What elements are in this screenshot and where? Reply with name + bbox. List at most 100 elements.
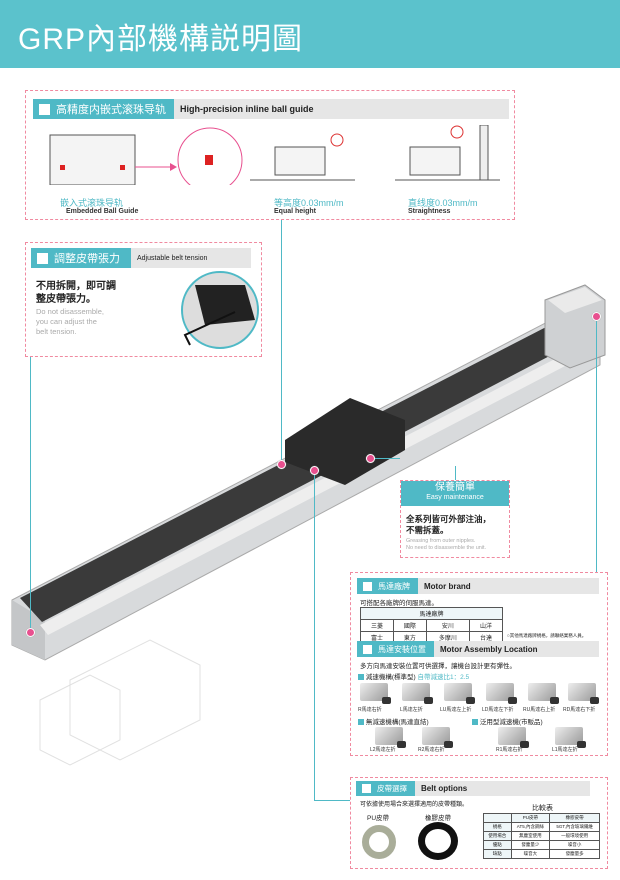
motor-option-label: L馬達左折 bbox=[400, 707, 423, 713]
belt-title-en: Belt options bbox=[421, 784, 468, 793]
motor-option-image bbox=[402, 683, 433, 704]
motor-option-image bbox=[360, 683, 391, 704]
compare-cell: 缺點 bbox=[483, 849, 512, 859]
direct-label: 無減速機構(馬達直結) bbox=[365, 719, 429, 726]
rubber-belt-image bbox=[418, 822, 458, 860]
reducer-label: 減速機構(標準型) bbox=[365, 674, 416, 681]
brand-cell: 國際 bbox=[392, 619, 427, 632]
hotspot-maintenance[interactable] bbox=[366, 454, 375, 463]
tension-detail-circle bbox=[181, 271, 259, 349]
page-title: GRP內部機構説明圖 bbox=[18, 23, 304, 56]
brand-cell: 山洋 bbox=[469, 619, 503, 632]
guide-title-cn: 高精度内嵌式滚珠导轨 bbox=[56, 104, 166, 116]
motor-option-label: LU馬達左上折 bbox=[440, 707, 472, 713]
hotspot-belt[interactable] bbox=[310, 466, 319, 475]
motor-option-image bbox=[375, 727, 406, 748]
compare-cell: 橡膠皮帶 bbox=[549, 813, 600, 823]
ghost-motor bbox=[39, 639, 201, 766]
motor-brand-header: 馬達廠牌 Motor brand bbox=[357, 578, 599, 594]
motor-option-image bbox=[528, 683, 559, 704]
reducer-label-row: 減速機構(標準型) 自帶減速比1：2.5 bbox=[358, 671, 469, 681]
compare-row: PU皮帶橡膠皮帶 bbox=[483, 813, 600, 823]
compare-row: 使用場合無塵室使用一般環境使用 bbox=[483, 831, 600, 841]
compare-cell: AT5,內含鋼絲 bbox=[510, 822, 551, 832]
tension-body-cn-2: 整皮帶張力。 bbox=[36, 294, 96, 305]
rail-cover bbox=[20, 325, 580, 622]
maintenance-body-cn-2: 不需拆蓋。 bbox=[406, 525, 449, 535]
motor-option-image bbox=[498, 727, 529, 748]
motor-option-label: RD馬達右下折 bbox=[563, 707, 596, 713]
motor-brand-title-en: Motor brand bbox=[424, 581, 471, 591]
pu-belt-image bbox=[362, 825, 396, 859]
compare-cell: 無塵室使用 bbox=[510, 831, 551, 841]
hotspot-motor[interactable] bbox=[592, 312, 601, 321]
motor-option-image bbox=[555, 727, 586, 748]
tension-body-en-2: you can adjust the bbox=[36, 317, 97, 326]
direct-label-row: 無減速機構(馬達直結) bbox=[358, 716, 429, 726]
motor-option-label: R2馬達右折 bbox=[418, 747, 445, 753]
motor-option-image bbox=[486, 683, 517, 704]
tension-title-en: Adjustable belt tension bbox=[137, 254, 208, 262]
motor-location-header: 馬達安裝位置 Motor Assembly Location bbox=[357, 641, 599, 657]
motor-brand-title-cn: 馬達廠牌 bbox=[378, 581, 410, 591]
guide-header: 高精度内嵌式滚珠导轨 High-precision inline ball gu… bbox=[33, 99, 509, 119]
brand-cell: 安川 bbox=[425, 619, 471, 632]
guide-item-1-cn: 嵌入式滚珠导轨 bbox=[60, 198, 124, 208]
motor-option-image bbox=[568, 683, 599, 704]
motor-location-title-en: Motor Assembly Location bbox=[440, 644, 538, 654]
guide-item-2-en: Equal height bbox=[274, 208, 316, 215]
hotspot-guide[interactable] bbox=[277, 460, 286, 469]
compare-cell: 5GT,內含玻璃纖維 bbox=[549, 822, 600, 832]
motor-option-label: LD馬達左下折 bbox=[482, 707, 514, 713]
guide-item-3-cn: 直线度0.03mm/m bbox=[408, 198, 478, 208]
reducer-ratio: 自帶減速比1：2.5 bbox=[417, 674, 470, 681]
compare-row: 缺點噪音大發塵量多 bbox=[483, 849, 600, 859]
guide-item-2-cn: 等高度0.03mm/m bbox=[274, 198, 344, 208]
motor-brand-note: ○其他馬達廠牌規格，請聯絡業務人員。 bbox=[507, 633, 587, 638]
motor-brand-table: 馬達廠牌 三菱國際安川山洋 富士東方多摩川台達 bbox=[360, 607, 503, 644]
compare-cell: 噪音小 bbox=[549, 840, 600, 850]
belt-header: 皮帶選擇 Belt options bbox=[356, 781, 590, 796]
brand-cell: 三菱 bbox=[360, 619, 394, 632]
guide-title-en: High-precision inline ball guide bbox=[180, 104, 314, 114]
compare-cell: 使用場合 bbox=[483, 831, 512, 841]
rubber-belt-label: 橡膠皮帶 bbox=[425, 815, 451, 822]
motor-location-title-cn: 馬達安裝位置 bbox=[378, 644, 426, 654]
guide-diagrams bbox=[49, 125, 500, 185]
compare-cell: 一般環境使用 bbox=[549, 831, 600, 841]
guide-item-3-en: Straightness bbox=[408, 208, 451, 215]
hotspot-tension[interactable] bbox=[26, 628, 35, 637]
maintenance-title-en: Easy maintenance bbox=[426, 494, 484, 501]
compare-cell: 規格 bbox=[483, 822, 512, 832]
pu-belt-label: PU皮帶 bbox=[367, 815, 390, 822]
maintenance-body-en-1: Greasing from outer nipples. bbox=[406, 538, 476, 544]
carriage bbox=[285, 398, 405, 485]
compare-title: 比較表 bbox=[532, 805, 553, 812]
motor-option-label: L2馬達左折 bbox=[370, 747, 396, 753]
motor-brand-desc: 可搭配各廠牌的伺服馬達。 bbox=[360, 600, 438, 607]
compare-cell bbox=[483, 813, 512, 823]
motor-brand-table-header: 馬達廠牌 bbox=[360, 607, 503, 620]
tension-title-cn: 調整皮帶張力 bbox=[54, 253, 120, 265]
page-header: GRP內部機構説明圖 bbox=[0, 0, 620, 68]
motor-panel bbox=[350, 572, 608, 756]
guide-item-1-en: Embedded Ball Guide bbox=[66, 208, 139, 215]
tension-header: 調整皮帶張力 Adjustable belt tension bbox=[31, 248, 251, 268]
rail-guide bbox=[40, 345, 592, 635]
maintenance-body-cn-1: 全系列皆可外部注油， bbox=[406, 514, 492, 524]
compare-cell: 發塵量多 bbox=[549, 849, 600, 859]
generic-label-row: 泛用型減速機(市販品) bbox=[472, 716, 543, 726]
tension-body-cn-1: 不用拆開，即可調 bbox=[36, 281, 116, 292]
belt-desc: 可依據使用場合來選擇適用的皮帶種類。 bbox=[360, 802, 469, 808]
motor-option-label: R馬達右折 bbox=[358, 707, 382, 713]
maintenance-body-en-2: No need to disassemble the unit. bbox=[406, 545, 487, 551]
compare-cell: 發塵量少 bbox=[510, 840, 551, 850]
compare-cell: 噪音大 bbox=[510, 849, 551, 859]
guide-panel bbox=[25, 90, 515, 220]
maintenance-panel bbox=[400, 480, 510, 558]
motor-option-image bbox=[422, 727, 453, 748]
generic-label: 泛用型減速機(市販品) bbox=[479, 719, 543, 726]
